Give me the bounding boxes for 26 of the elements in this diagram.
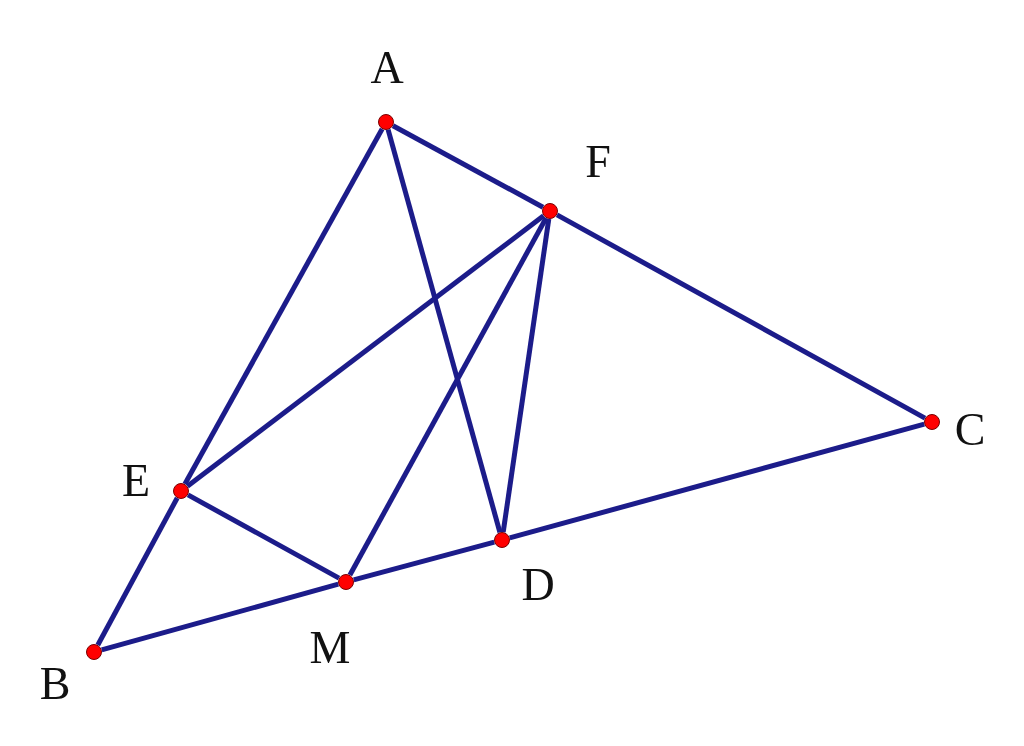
point-dot xyxy=(924,414,940,430)
point-label: A xyxy=(370,45,404,91)
point-dot xyxy=(86,644,102,660)
line-segment xyxy=(500,218,552,533)
point-label: E xyxy=(121,458,151,504)
point-dot xyxy=(378,114,394,130)
line-segment xyxy=(391,123,545,210)
line-segment xyxy=(185,213,546,489)
line-segment xyxy=(101,581,339,653)
line-segment xyxy=(95,496,180,647)
point-label: F xyxy=(585,139,611,185)
point-dot xyxy=(338,574,354,590)
line-segment xyxy=(353,539,495,583)
line-segment xyxy=(186,492,341,581)
point-label: M xyxy=(309,625,351,671)
point-label: C xyxy=(954,407,986,453)
point-dot xyxy=(173,483,189,499)
line-segment xyxy=(555,212,927,421)
point-dot xyxy=(542,203,558,219)
point-label: D xyxy=(521,562,555,608)
line-segment xyxy=(385,129,503,533)
line-segment xyxy=(347,216,549,577)
line-segment xyxy=(509,421,925,541)
point-dot xyxy=(494,532,510,548)
line-segment xyxy=(182,127,385,486)
point-label: B xyxy=(39,661,71,707)
